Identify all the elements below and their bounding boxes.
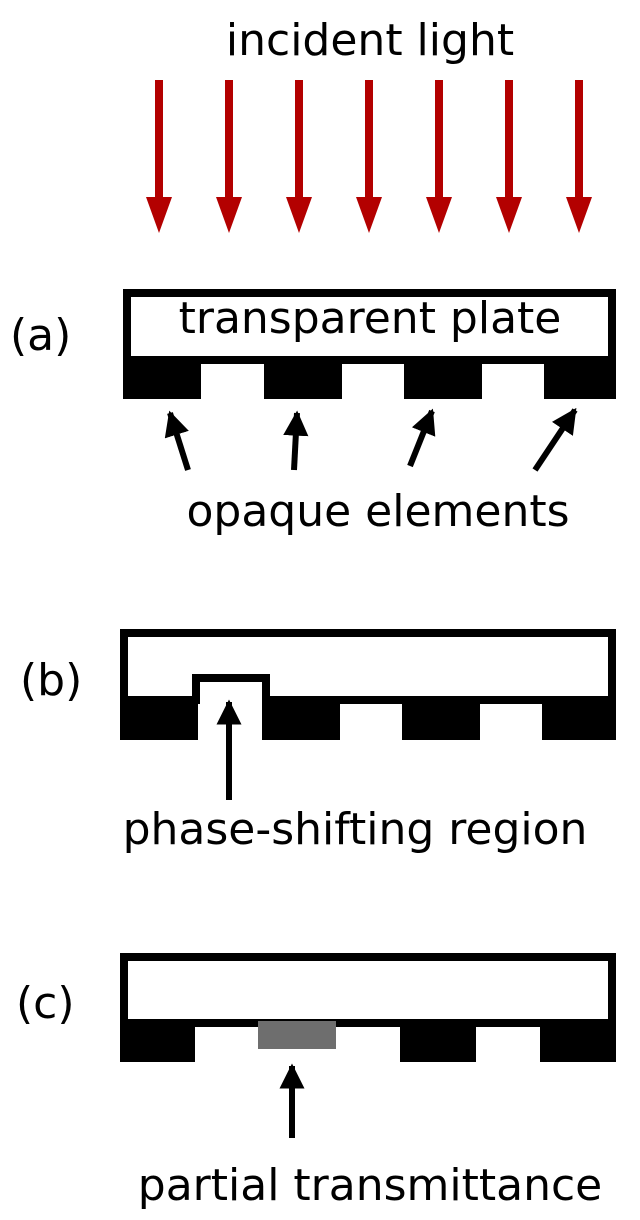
light-arrow-7	[566, 80, 592, 233]
panel-a-label: (a)	[10, 310, 71, 361]
opaque-element-a2	[264, 358, 342, 399]
opaque-element-c1	[120, 1021, 195, 1062]
opaque-element-a4	[544, 358, 616, 399]
panel-b-label: (b)	[20, 655, 82, 706]
opaque-element-b1	[120, 698, 198, 740]
panel-c-label: (c)	[16, 978, 75, 1029]
opaque-element-a3	[404, 358, 482, 399]
opaque-element-c3	[400, 1021, 476, 1062]
transparent-plate-a	[123, 289, 616, 364]
light-arrow-5	[426, 80, 452, 233]
opaque-element-b3	[402, 698, 480, 740]
light-arrow-3	[286, 80, 312, 233]
pointer-arrow-a3	[407, 408, 436, 468]
light-arrow-6	[496, 80, 522, 233]
pointer-arrow-a2	[283, 410, 309, 471]
transparent-plate-c	[120, 953, 616, 1027]
partial-transmittance-label: partial transmittance	[138, 1160, 602, 1211]
opaque-element-c4	[540, 1021, 616, 1062]
phase-shifting-label: phase-shifting region	[123, 804, 588, 855]
pointer-arrow-a1	[164, 410, 191, 471]
light-arrow-1	[146, 80, 172, 233]
opaque-element-a1	[123, 358, 201, 399]
mask-b	[120, 629, 616, 740]
opaque-element-b2	[262, 698, 340, 740]
transparent-plate-b	[120, 629, 616, 704]
pointer-arrow-a4	[532, 407, 578, 472]
opaque-elements-label: opaque elements	[186, 486, 569, 537]
incident-light-arrows	[146, 80, 592, 233]
transparent-plate-label: transparent plate	[179, 293, 562, 344]
partial-transmittance-element	[258, 1021, 336, 1049]
mask-c	[120, 953, 616, 1062]
opaque-element-b4	[542, 698, 616, 740]
incident-light-label: incident light	[226, 15, 514, 66]
light-arrow-4	[356, 80, 382, 233]
opaque-pointer-arrows	[164, 407, 578, 472]
mask-a	[123, 289, 616, 399]
light-arrow-2	[216, 80, 242, 233]
